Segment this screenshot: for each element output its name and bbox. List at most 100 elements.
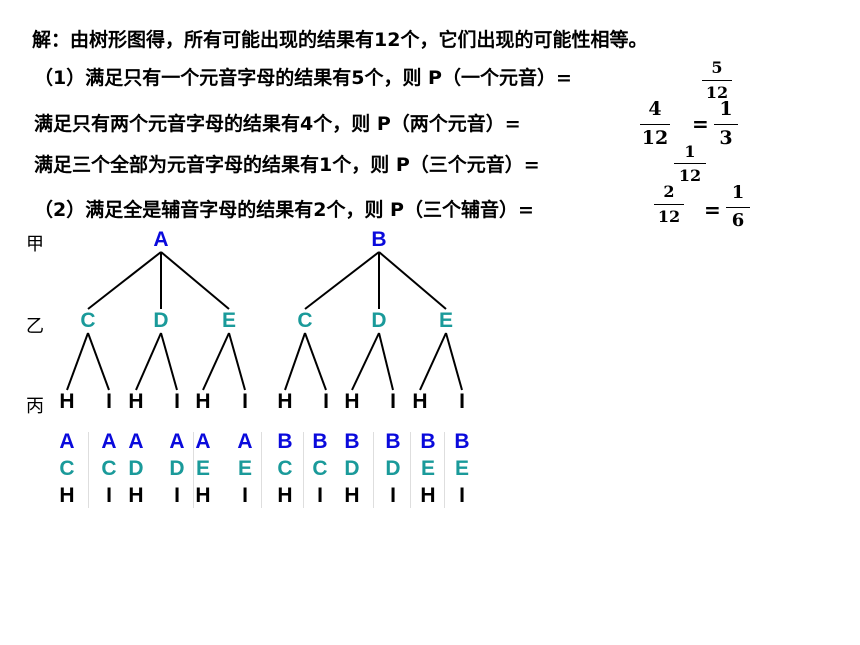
outcome-letter: I <box>174 484 180 507</box>
outcome-letter: C <box>312 457 328 480</box>
outcome-letter: B <box>344 430 360 453</box>
outcome-letter: I <box>390 484 396 507</box>
outcome-letter: B <box>312 430 328 453</box>
outcome-divider <box>261 432 262 508</box>
tree-edge <box>445 332 463 391</box>
tree-edge <box>228 332 246 391</box>
fraction-three-consonants-simplified: 1 6 <box>726 182 750 234</box>
fraction-three-vowels: 1 12 <box>674 142 706 188</box>
outcome-letter: H <box>277 484 293 507</box>
outcome-letter: C <box>277 457 293 480</box>
tree-node-level3: H <box>195 390 211 413</box>
tree-node-level3: I <box>106 390 112 413</box>
outcome-letter: C <box>59 457 75 480</box>
tree-edge <box>135 332 162 391</box>
tree-node-level1: B <box>371 228 387 251</box>
tree-node-level2: E <box>438 309 453 332</box>
tree-edge <box>304 251 380 310</box>
fraction-two-vowels-simplified: 1 3 <box>714 98 738 154</box>
outcome-letter: C <box>101 457 117 480</box>
outcome-letter: B <box>420 430 436 453</box>
tree-node-level2: D <box>153 309 169 332</box>
fraction-denominator: 12 <box>641 127 669 149</box>
outcome-letter: A <box>101 430 117 453</box>
fraction-bar <box>640 124 670 125</box>
outcome-divider <box>373 432 374 508</box>
fraction-denominator: 12 <box>705 83 729 102</box>
tree-node-level2: E <box>221 309 236 332</box>
tree-edge <box>87 251 162 310</box>
outcome-letter: H <box>128 484 144 507</box>
outcome-divider <box>303 432 304 508</box>
solution-intro: 解：由树形图得，所有可能出现的结果有12个，它们出现的可能性相等。 <box>32 29 648 51</box>
outcome-letter: I <box>459 484 465 507</box>
outcome-letter: E <box>195 457 210 480</box>
tree-node-level3: I <box>174 390 180 413</box>
equals-sign: = <box>692 112 709 136</box>
outcome-letter: A <box>237 430 253 453</box>
fraction-bar <box>726 207 750 208</box>
tree-node-level3: H <box>277 390 293 413</box>
outcome-letter: D <box>344 457 360 480</box>
fraction-numerator: 1 <box>684 142 696 161</box>
outcome-letter: H <box>344 484 360 507</box>
fraction-numerator: 1 <box>731 182 745 203</box>
tree-edge <box>378 332 394 391</box>
tree-edge <box>304 332 327 391</box>
outcome-divider <box>193 432 194 508</box>
fraction-three-consonants: 2 12 <box>654 182 684 230</box>
tree-edge <box>378 251 447 310</box>
fraction-denominator: 3 <box>719 127 733 149</box>
fraction-two-vowels: 4 12 <box>640 98 670 154</box>
outcome-letter: H <box>59 484 75 507</box>
part1-one-vowel: （1）满足只有一个元音字母的结果有5个，则 P（一个元音）= <box>34 67 572 89</box>
outcome-letter: I <box>317 484 323 507</box>
tree-node-level1: A <box>153 228 169 251</box>
tree-node-level3: H <box>59 390 75 413</box>
outcome-divider <box>410 432 411 508</box>
outcome-letter: E <box>454 457 469 480</box>
tree-node-level3: H <box>344 390 360 413</box>
tree-edge <box>160 332 178 391</box>
outcome-divider <box>88 432 89 508</box>
outcome-letter: A <box>128 430 144 453</box>
tree-edge <box>202 332 230 391</box>
outcome-letter: A <box>169 430 185 453</box>
fraction-numerator: 2 <box>663 182 675 201</box>
tree-edge <box>160 251 230 310</box>
fraction-bar <box>714 124 738 125</box>
tree-node-level3: I <box>323 390 329 413</box>
tree-edge <box>66 332 89 391</box>
tree-node-level3: I <box>242 390 248 413</box>
outcome-letter: E <box>420 457 435 480</box>
level-label-bing: 丙 <box>26 396 44 417</box>
outcome-letter: I <box>106 484 112 507</box>
fraction-denominator: 12 <box>657 207 681 226</box>
outcome-divider <box>444 432 445 508</box>
part2-three-consonants: （2）满足全是辅音字母的结果有2个，则 P（三个辅音）= <box>34 199 534 221</box>
fraction-denominator: 12 <box>678 166 702 185</box>
fraction-numerator: 1 <box>719 98 733 120</box>
tree-node-level3: H <box>128 390 144 413</box>
outcome-letter: B <box>454 430 470 453</box>
outcome-letter: H <box>195 484 211 507</box>
fraction-denominator: 6 <box>731 210 745 231</box>
tree-node-level3: I <box>390 390 396 413</box>
tree-node-level3: I <box>459 390 465 413</box>
outcome-letter: B <box>277 430 293 453</box>
level-label-yi: 乙 <box>26 316 44 337</box>
tree-node-level3: H <box>412 390 428 413</box>
tree-edge <box>351 332 380 391</box>
outcome-letter: A <box>195 430 211 453</box>
outcome-letter: D <box>128 457 144 480</box>
level-label-jia: 甲 <box>26 234 44 255</box>
equals-sign: = <box>704 198 721 222</box>
tree-node-level2: C <box>80 309 96 332</box>
tree-edge <box>419 332 447 391</box>
outcome-letter: E <box>237 457 252 480</box>
part1-three-vowels: 满足三个全部为元音字母的结果有1个，则 P（三个元音）= <box>34 154 540 176</box>
fraction-one-vowel: 5 12 <box>702 58 732 104</box>
fraction-bar <box>654 204 684 205</box>
outcome-letter: H <box>420 484 436 507</box>
